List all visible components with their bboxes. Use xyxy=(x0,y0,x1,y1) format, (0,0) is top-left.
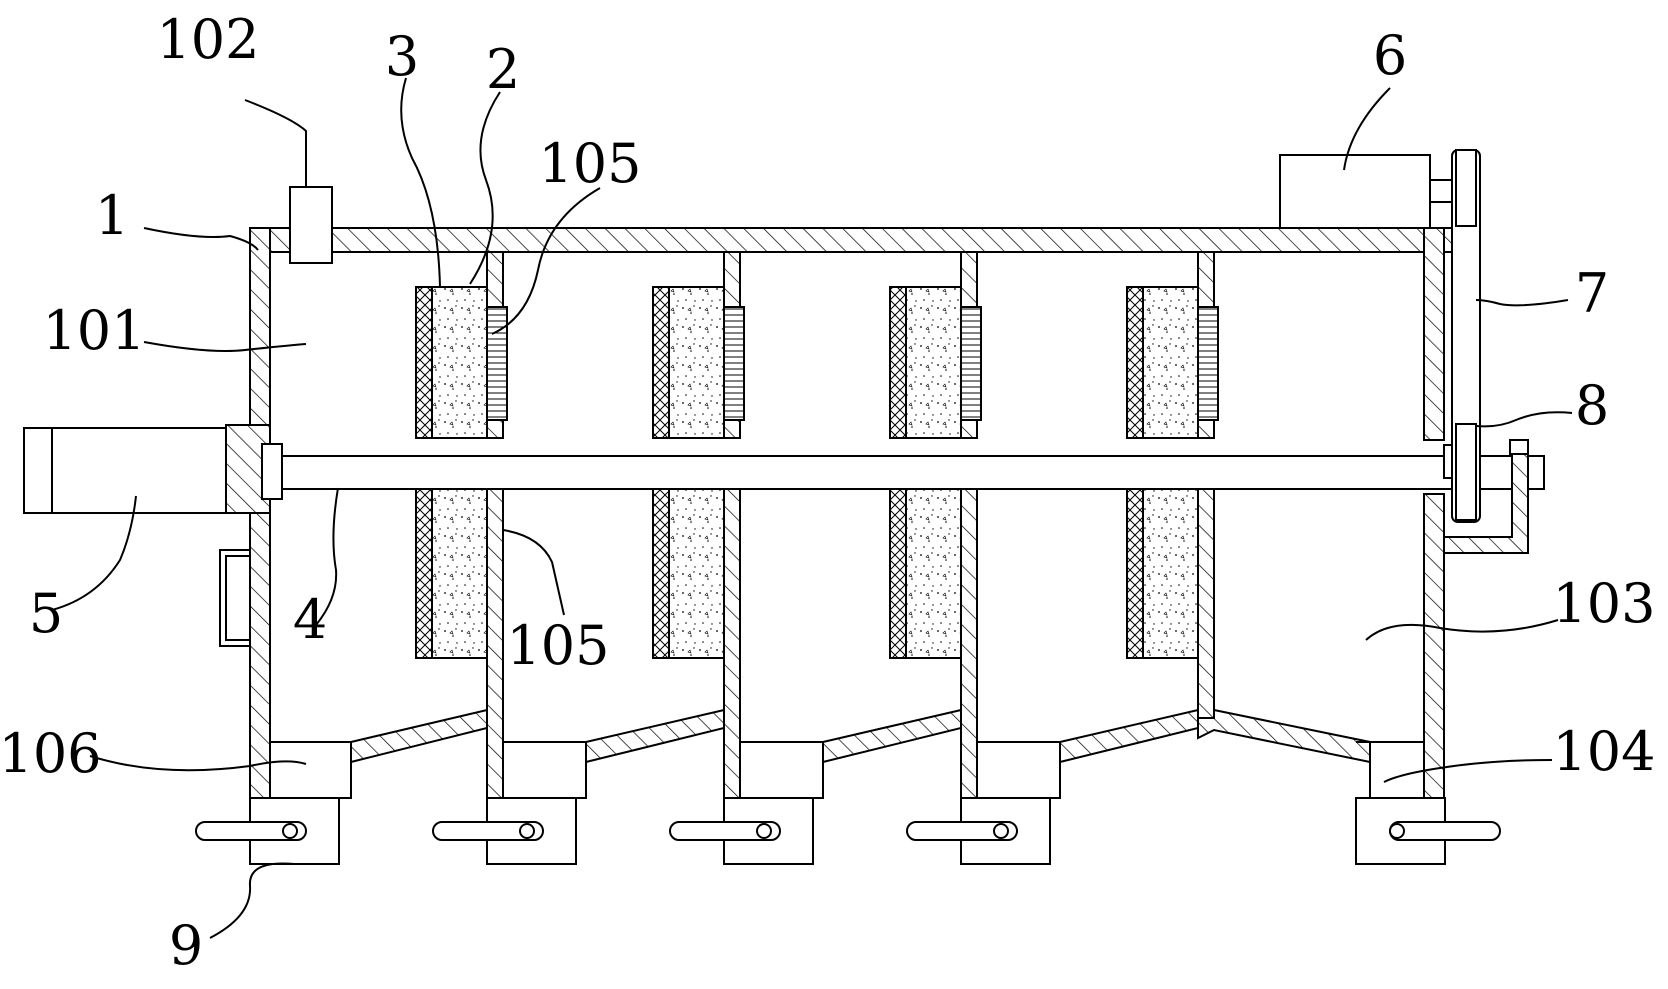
mesh-2-lower xyxy=(652,487,670,659)
label-103: 103 xyxy=(1552,572,1655,635)
mesh-4-lower xyxy=(1126,487,1144,659)
media-2-upper xyxy=(668,286,725,439)
leader-lines xyxy=(51,77,1573,939)
media-3-upper xyxy=(905,286,962,439)
side-handle xyxy=(219,549,250,647)
pulley-8 xyxy=(1455,423,1477,521)
label-106: 106 xyxy=(0,722,102,785)
partitions xyxy=(486,251,1215,799)
label-104: 104 xyxy=(1552,720,1655,783)
outlet-4 xyxy=(976,741,1061,799)
motor-5 xyxy=(23,427,227,514)
label-9: 9 xyxy=(169,914,203,977)
motor-6 xyxy=(1279,154,1431,229)
brush-4-upper xyxy=(1197,306,1219,421)
media-2-lower xyxy=(668,487,725,659)
sensor-102 xyxy=(289,186,333,264)
media-1-lower xyxy=(431,487,488,659)
mesh-3-upper xyxy=(889,286,907,439)
label-105-top: 105 xyxy=(538,132,641,195)
mesh-1-upper xyxy=(415,286,433,439)
label-7: 7 xyxy=(1575,262,1609,325)
right-wall-upper xyxy=(1423,227,1445,441)
left-wall-upper xyxy=(249,227,271,439)
shaft-coupling xyxy=(261,443,283,500)
label-4: 4 xyxy=(293,588,327,651)
housing xyxy=(225,227,1465,799)
label-8: 8 xyxy=(1575,374,1609,437)
outlet-5 xyxy=(1369,741,1425,799)
label-105-bottom: 105 xyxy=(506,614,609,677)
brush-3-upper xyxy=(960,306,982,421)
mesh-3-lower xyxy=(889,487,907,659)
label-3: 3 xyxy=(385,25,419,88)
filter-assemblies xyxy=(415,286,1219,659)
outlet-1 xyxy=(269,741,352,799)
valve-1 xyxy=(195,797,340,865)
mesh-2-upper xyxy=(652,286,670,439)
partition-4-lower xyxy=(1197,487,1215,719)
label-5: 5 xyxy=(29,582,63,645)
left-wall-lower xyxy=(249,497,271,799)
mesh-1-lower xyxy=(415,487,433,659)
media-4-lower xyxy=(1142,487,1199,659)
valve-3 xyxy=(669,797,814,865)
label-102: 102 xyxy=(156,8,259,71)
outlet-2 xyxy=(502,741,587,799)
label-1: 1 xyxy=(95,184,129,247)
partition-1-lower xyxy=(486,487,504,799)
brush-2-upper xyxy=(723,306,745,421)
outlet-3 xyxy=(739,741,824,799)
belt-drive xyxy=(1443,149,1529,554)
valve-2 xyxy=(432,797,577,865)
label-6: 6 xyxy=(1373,24,1407,87)
media-4-upper xyxy=(1142,286,1199,439)
top-wall xyxy=(249,227,1465,253)
valves xyxy=(195,797,1501,865)
partition-3-lower xyxy=(960,487,978,799)
upper-pulley xyxy=(1455,149,1477,227)
main-shaft xyxy=(269,455,1545,490)
mesh-4-upper xyxy=(1126,286,1144,439)
valve-5 xyxy=(1355,797,1501,865)
callout-labels: 102 3 2 105 6 1 101 7 8 5 4 105 103 106 … xyxy=(0,8,1656,977)
floor-5 xyxy=(1197,708,1371,764)
media-3-lower xyxy=(905,487,962,659)
valve-4 xyxy=(906,797,1051,865)
label-2: 2 xyxy=(486,38,520,101)
brush-1-upper xyxy=(486,306,508,421)
media-1-upper xyxy=(431,286,488,439)
right-wall-lower xyxy=(1423,493,1445,799)
partition-2-lower xyxy=(723,487,741,799)
label-101: 101 xyxy=(42,299,145,362)
